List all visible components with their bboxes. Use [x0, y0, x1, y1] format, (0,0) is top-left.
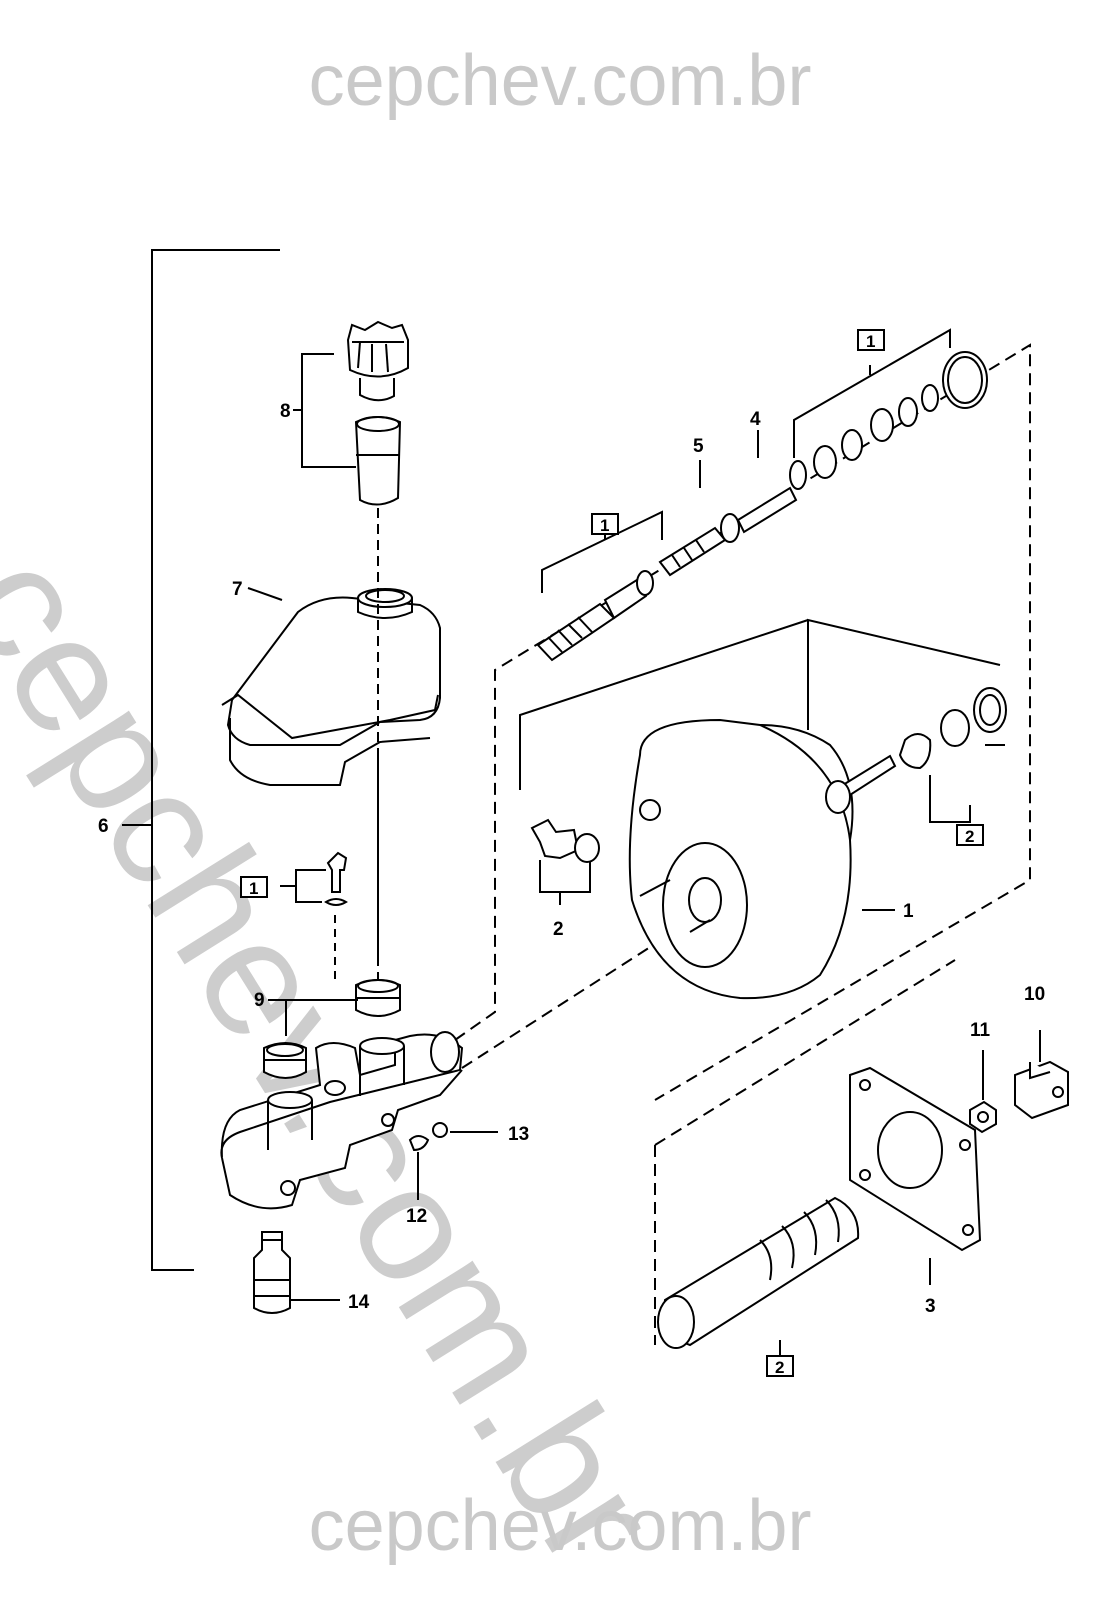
part-14-fitting — [253, 1231, 340, 1314]
callout-13: 13 — [508, 1124, 529, 1145]
kit-box-1-seals: 1 — [866, 332, 875, 351]
callout-2-left: 2 — [553, 919, 564, 940]
seal-kit — [699, 328, 988, 490]
kit-box-1-piston: 1 — [600, 516, 609, 535]
kit1-bolt — [280, 851, 348, 985]
part-7-reservoir — [221, 587, 441, 786]
callout-5: 5 — [693, 436, 704, 457]
callout-11: 11 — [970, 1020, 991, 1041]
kit-box-1-left: 1 — [249, 879, 258, 898]
parts-10-11 — [969, 1030, 1069, 1134]
callout-7: 7 — [232, 579, 243, 600]
callout-3: 3 — [925, 1296, 936, 1317]
callout-10: 10 — [1024, 984, 1045, 1005]
callout-12: 12 — [406, 1206, 427, 1227]
part-8-cap-filter — [293, 320, 409, 506]
piston-kit — [536, 486, 798, 662]
part-9-grommets — [263, 979, 401, 1079]
callout-8: 8 — [280, 401, 291, 422]
kit-box-2-boot: 2 — [775, 1358, 784, 1377]
master-cylinder — [220, 1031, 464, 1210]
mounting-plate-boot — [654, 959, 982, 1355]
watermark-bottom: cepchev.com.br — [308, 1486, 812, 1566]
callout-9: 9 — [254, 990, 265, 1011]
kit-box-2-booster: 2 — [965, 827, 974, 846]
brake-booster — [519, 618, 1007, 1000]
watermark-top: cepchev.com.br — [308, 41, 812, 121]
part-12-13-fittings — [408, 1122, 498, 1200]
callout-14: 14 — [348, 1292, 370, 1313]
callout-1: 1 — [903, 901, 914, 922]
callout-6: 6 — [98, 816, 109, 837]
bracket-6 — [122, 249, 280, 1271]
callout-4: 4 — [750, 409, 761, 430]
